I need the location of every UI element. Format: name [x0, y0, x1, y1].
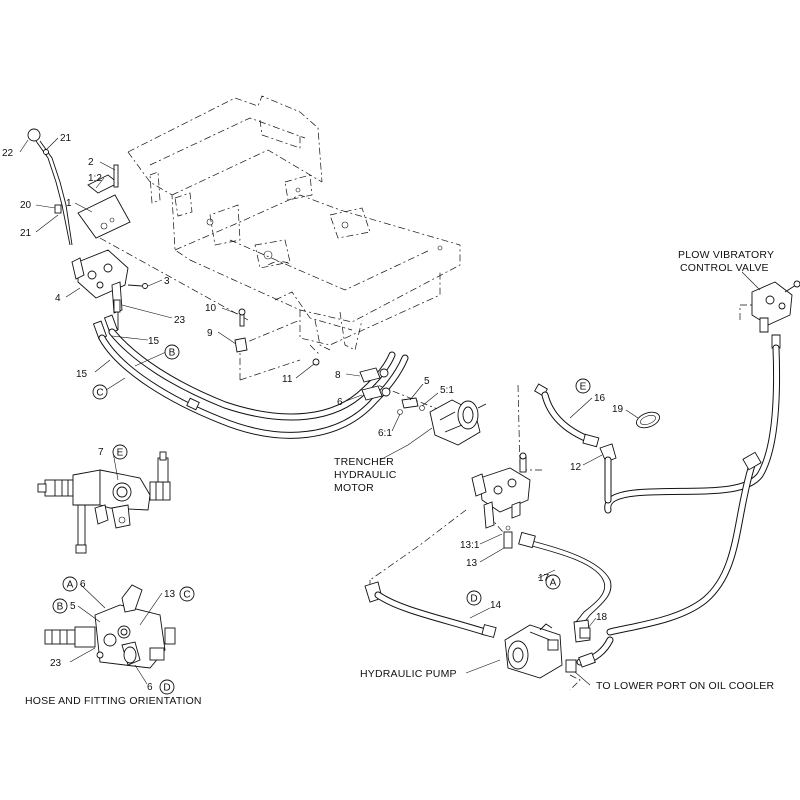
- text-labels: PLOW VIBRATORY CONTROL VALVE TRENCHER HY…: [25, 249, 775, 707]
- callout-letter: C: [96, 388, 103, 399]
- plow-valve-label: CONTROL VALVE: [680, 262, 769, 274]
- callout-number: 7: [98, 447, 104, 458]
- callout-number: 2: [88, 157, 94, 168]
- hydraulic-pump: [504, 623, 563, 679]
- callout-number: 1: [66, 198, 72, 209]
- callout-number: 9: [207, 328, 213, 339]
- callout-letter: D: [470, 594, 477, 605]
- callout-letter: B: [169, 348, 176, 359]
- letter-circle: D: [466, 590, 482, 606]
- callout-number: 6: [337, 397, 343, 408]
- oil-cooler-line: [565, 636, 614, 673]
- callout-number: 21: [60, 133, 72, 144]
- callout-number: 4: [55, 293, 61, 304]
- callout-number: 23: [174, 315, 186, 326]
- trencher-motor-label: MOTOR: [334, 482, 374, 494]
- hydraulic-pump-label: HYDRAULIC PUMP: [360, 668, 457, 680]
- callout-number: 1:2: [88, 173, 102, 184]
- callout-letter: E: [580, 382, 587, 393]
- callout-number: 14: [490, 600, 502, 611]
- letter-callouts: B C E E A D A B C D: [52, 344, 591, 695]
- letter-circle: C: [92, 384, 108, 400]
- callout-number: 17: [538, 573, 550, 584]
- plow-valve-label: PLOW VIBRATORY: [678, 249, 774, 261]
- fittings-13: [503, 525, 513, 549]
- callout-letter: A: [67, 580, 74, 591]
- trencher-motor-label: TRENCHER: [334, 456, 394, 468]
- oil-cooler-label: TO LOWER PORT ON OIL COOLER: [596, 680, 775, 692]
- callout-leaders: [19, 137, 761, 686]
- number-callouts: 22 21 20 21 1:2 1 2 3 4 23 10 9 15 15 11…: [2, 133, 624, 693]
- callout-number: 18: [596, 612, 608, 623]
- callout-number: 12: [570, 462, 582, 473]
- callout-number: 6:1: [378, 428, 392, 439]
- letter-circle: E: [575, 378, 591, 394]
- callout-number: 19: [612, 404, 624, 415]
- mounting-bracket: [77, 164, 131, 239]
- callout-number: 13: [466, 558, 478, 569]
- callout-number: 16: [594, 393, 606, 404]
- callout-number: 15: [148, 336, 160, 347]
- machine-frame: [127, 95, 461, 381]
- oring-19: [636, 411, 660, 429]
- callout-number: 13:1: [460, 540, 480, 551]
- callout-number: 23: [50, 658, 62, 669]
- hose-15: [92, 314, 409, 439]
- callout-number: 20: [20, 200, 32, 211]
- orientation-detail: [44, 584, 176, 669]
- letter-circle: B: [52, 598, 68, 614]
- orientation-label: HOSE AND FITTING ORIENTATION: [25, 695, 202, 707]
- valve-detail-7: [37, 451, 171, 554]
- letter-circle: A: [545, 574, 561, 590]
- plow-vibratory-valve: [751, 280, 800, 349]
- bolts-9-10-11: [234, 308, 320, 366]
- callout-number: 13: [164, 589, 176, 600]
- callout-letter: C: [183, 590, 190, 601]
- fitting-18: [579, 627, 591, 639]
- callout-letter: E: [117, 448, 124, 459]
- callout-letter: A: [550, 578, 557, 589]
- callout-number: 5:1: [440, 385, 454, 396]
- hose-14: [364, 581, 497, 638]
- callout-number: 3: [164, 276, 170, 287]
- callout-number: 10: [205, 303, 217, 314]
- trencher-motor-label: HYDRAULIC: [334, 469, 397, 481]
- callout-number: 6: [80, 579, 86, 590]
- callout-number: 22: [2, 148, 14, 159]
- callout-number: 21: [20, 228, 32, 239]
- letter-circle: E: [112, 444, 128, 460]
- letter-circle: C: [179, 586, 195, 602]
- callout-number: 6: [147, 682, 153, 693]
- callout-number: 5: [70, 601, 76, 612]
- control-valve-center: [471, 452, 531, 529]
- letter-circle: D: [159, 679, 175, 695]
- trencher-hydraulic-motor: [429, 399, 487, 446]
- fittings-8-6: [359, 367, 425, 415]
- callout-letter: B: [57, 602, 64, 613]
- part-23-top: [113, 299, 121, 313]
- callout-number: 5: [424, 376, 430, 387]
- letter-circle: A: [62, 576, 78, 592]
- hose-16: [534, 383, 617, 463]
- callout-number: 11: [282, 374, 293, 385]
- callout-number: 15: [76, 369, 88, 380]
- callout-number: 8: [335, 370, 341, 381]
- control-lever: [27, 128, 73, 246]
- callout-letter: D: [163, 683, 170, 694]
- letter-circle: B: [164, 344, 180, 360]
- plow-return-hose: [604, 344, 781, 636]
- control-valve-left: [71, 249, 148, 330]
